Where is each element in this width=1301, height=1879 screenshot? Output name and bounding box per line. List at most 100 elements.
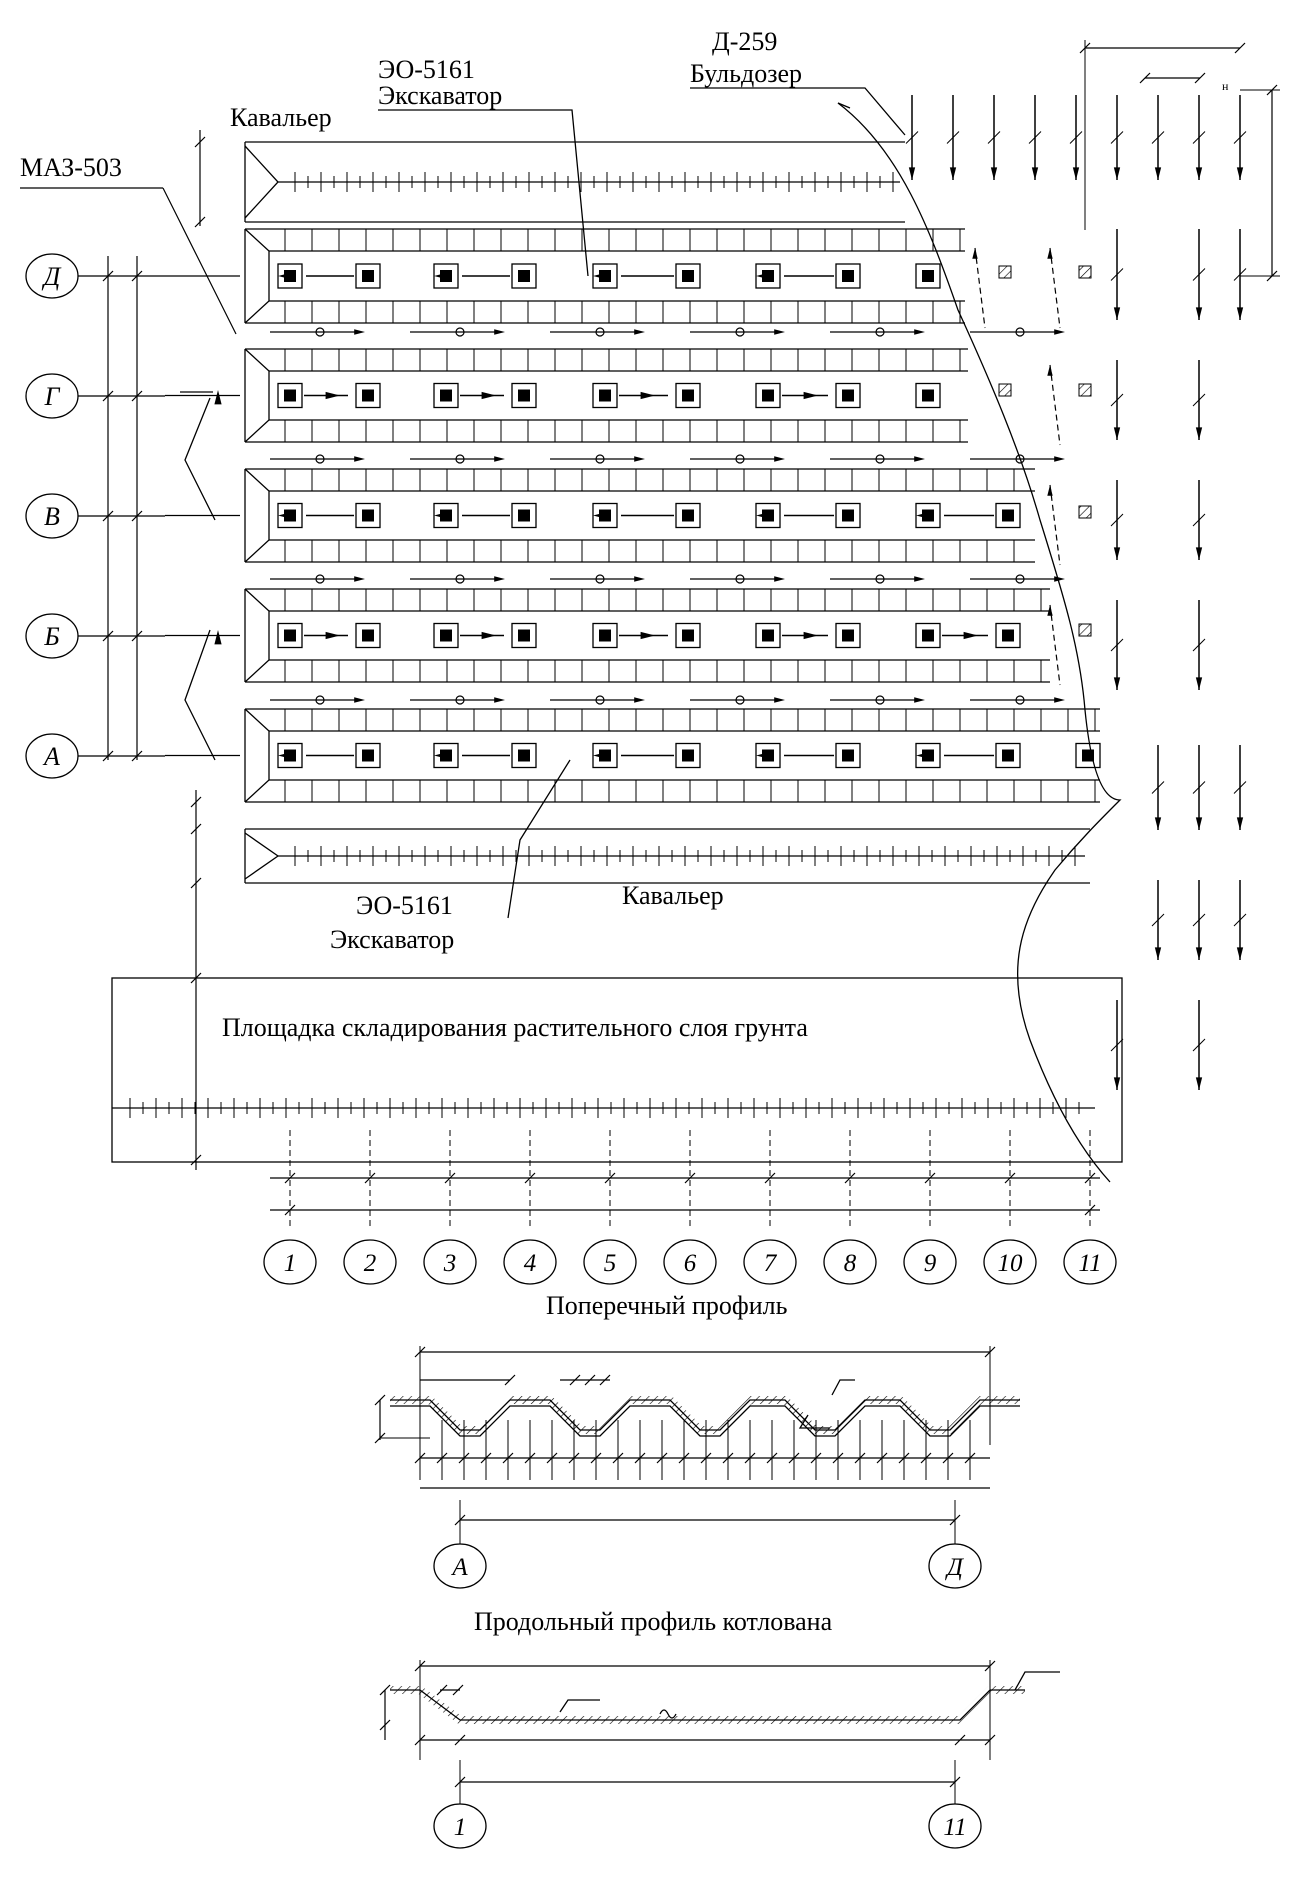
excavator-stop-box	[355, 382, 381, 409]
bulldozer-pass-tick	[1192, 268, 1206, 281]
dimension-tick	[568, 1452, 580, 1464]
zigzag-arrow-head	[214, 630, 222, 645]
column-tick	[764, 1172, 776, 1184]
bulldozer-return-line	[1049, 247, 1061, 329]
bulldozer-return-line	[974, 247, 986, 329]
trench-end-slope	[244, 588, 270, 683]
dimension-tick	[920, 1452, 932, 1464]
dimension-tick	[832, 1452, 844, 1464]
bulldozer-pass-tick	[1233, 268, 1247, 281]
long-axis-label: 11	[943, 1814, 966, 1841]
bulldozer-pass-arrow	[1031, 167, 1039, 180]
excavator-bottom-leader	[507, 759, 571, 919]
dimension-tick	[744, 1452, 756, 1464]
cavalier-top-label: Кавальер	[230, 103, 332, 132]
bulldozer-pass-tick	[1151, 913, 1165, 927]
excavator-move-arrow	[481, 631, 496, 640]
level-mark-h: н	[1222, 79, 1229, 93]
plan-fills	[214, 167, 1244, 1724]
dimension-tick	[634, 1452, 646, 1464]
dimension-tick	[414, 1452, 426, 1464]
bulldozer-leader-tail	[837, 102, 851, 109]
dimension-tick	[700, 1452, 712, 1464]
bulldozer-pass-arrow	[1195, 947, 1203, 960]
excavator-move-arrow	[916, 511, 931, 520]
excavator-stop-box	[355, 622, 381, 649]
dimension-tick	[984, 1734, 996, 1746]
bulldozer-pass-tick	[1110, 131, 1124, 144]
bulldozer-stop-square	[1078, 383, 1092, 397]
dimension-tick	[379, 1684, 391, 1696]
truck-path-arrow	[494, 456, 505, 462]
column-axis-bubble	[663, 1239, 717, 1285]
column-axis-bubble	[503, 1239, 557, 1285]
excavator-stop-box	[355, 502, 381, 529]
column-axis-label: 7	[764, 1250, 778, 1277]
cross-profile-hatch	[390, 1396, 1020, 1434]
excavator-stop-box	[433, 622, 459, 649]
excavator-move-arrow	[593, 511, 608, 520]
excavator-move-arrow	[963, 631, 978, 640]
excavator-stop-box	[995, 502, 1021, 529]
excavator-stop-marker	[922, 629, 934, 642]
excavator-stop-marker	[440, 629, 452, 642]
excavator-stop-box	[755, 622, 781, 649]
dimension-tick	[190, 796, 202, 808]
excavator-stop-marker	[518, 749, 530, 762]
dimension-tick	[284, 1204, 296, 1216]
bulldozer-pass-arrow	[1236, 307, 1244, 320]
bulldozer-pass-arrow	[990, 167, 998, 180]
bulldozer-pass-tick	[1110, 638, 1124, 652]
excavator-stop-marker	[518, 509, 530, 522]
column-tick	[924, 1172, 936, 1184]
excavator-stop-marker	[842, 629, 854, 642]
long-level-marker-2	[1014, 1671, 1060, 1691]
dimension-tick	[504, 1374, 516, 1386]
truck-path-arrow	[354, 329, 365, 335]
excavator-stop-marker	[682, 509, 694, 522]
column-axis-bubble	[743, 1239, 797, 1285]
long-level-marker	[559, 1699, 600, 1713]
truck-path-arrow	[914, 456, 925, 462]
excavator-stop-marker	[518, 629, 530, 642]
truck-path-arrow	[634, 697, 645, 703]
bulldozer-pass-arrow	[1195, 677, 1203, 690]
bulldozer-pass-arrow	[1072, 167, 1080, 180]
excavator-stop-marker	[842, 389, 854, 402]
cross-profile-title: Поперечный профиль	[546, 1291, 788, 1320]
excavator-stop-box	[835, 622, 861, 649]
excavator-stop-marker	[762, 389, 774, 402]
dimension-tick	[436, 1684, 448, 1696]
bulldozer-pass-arrow	[1236, 167, 1244, 180]
excavator-stop-marker	[440, 389, 452, 402]
dimension-tick	[480, 1452, 492, 1464]
long-axis-bubble	[928, 1803, 982, 1849]
cavalier-end-wedge	[244, 145, 279, 219]
trench-end-slope	[244, 348, 270, 443]
bulldozer-return-arrow	[972, 248, 978, 259]
excavator-stop-marker	[284, 389, 296, 402]
bulldozer-pass-tick	[1192, 393, 1206, 407]
dimension-tick	[190, 823, 202, 835]
bulldozer-pass-tick	[1233, 131, 1247, 144]
excavator-move-arrow	[916, 751, 931, 760]
column-axis-label: 9	[924, 1250, 937, 1277]
column-axis-bubble	[823, 1239, 877, 1285]
excavator-stop-marker	[922, 389, 934, 402]
bulldozer-pass-arrow	[1195, 427, 1203, 440]
cross-axis-bubble	[928, 1543, 982, 1589]
excavator-stop-marker	[362, 270, 374, 282]
long-profile-ground	[390, 1689, 1025, 1721]
column-axis-bubble	[343, 1239, 397, 1285]
dimension-tick	[964, 1452, 976, 1464]
excavator-stop-marker	[599, 389, 611, 402]
excavator-move-arrow	[756, 751, 771, 760]
bulldozer-name-label: Бульдозер	[690, 59, 802, 88]
bulldozer-return-arrow	[1047, 605, 1053, 616]
dimension-tick	[194, 216, 206, 228]
excavator-stop-box	[915, 622, 941, 649]
zigzag-arrow-head	[214, 390, 222, 405]
truck-path-arrow	[354, 697, 365, 703]
dimension-tick	[788, 1452, 800, 1464]
